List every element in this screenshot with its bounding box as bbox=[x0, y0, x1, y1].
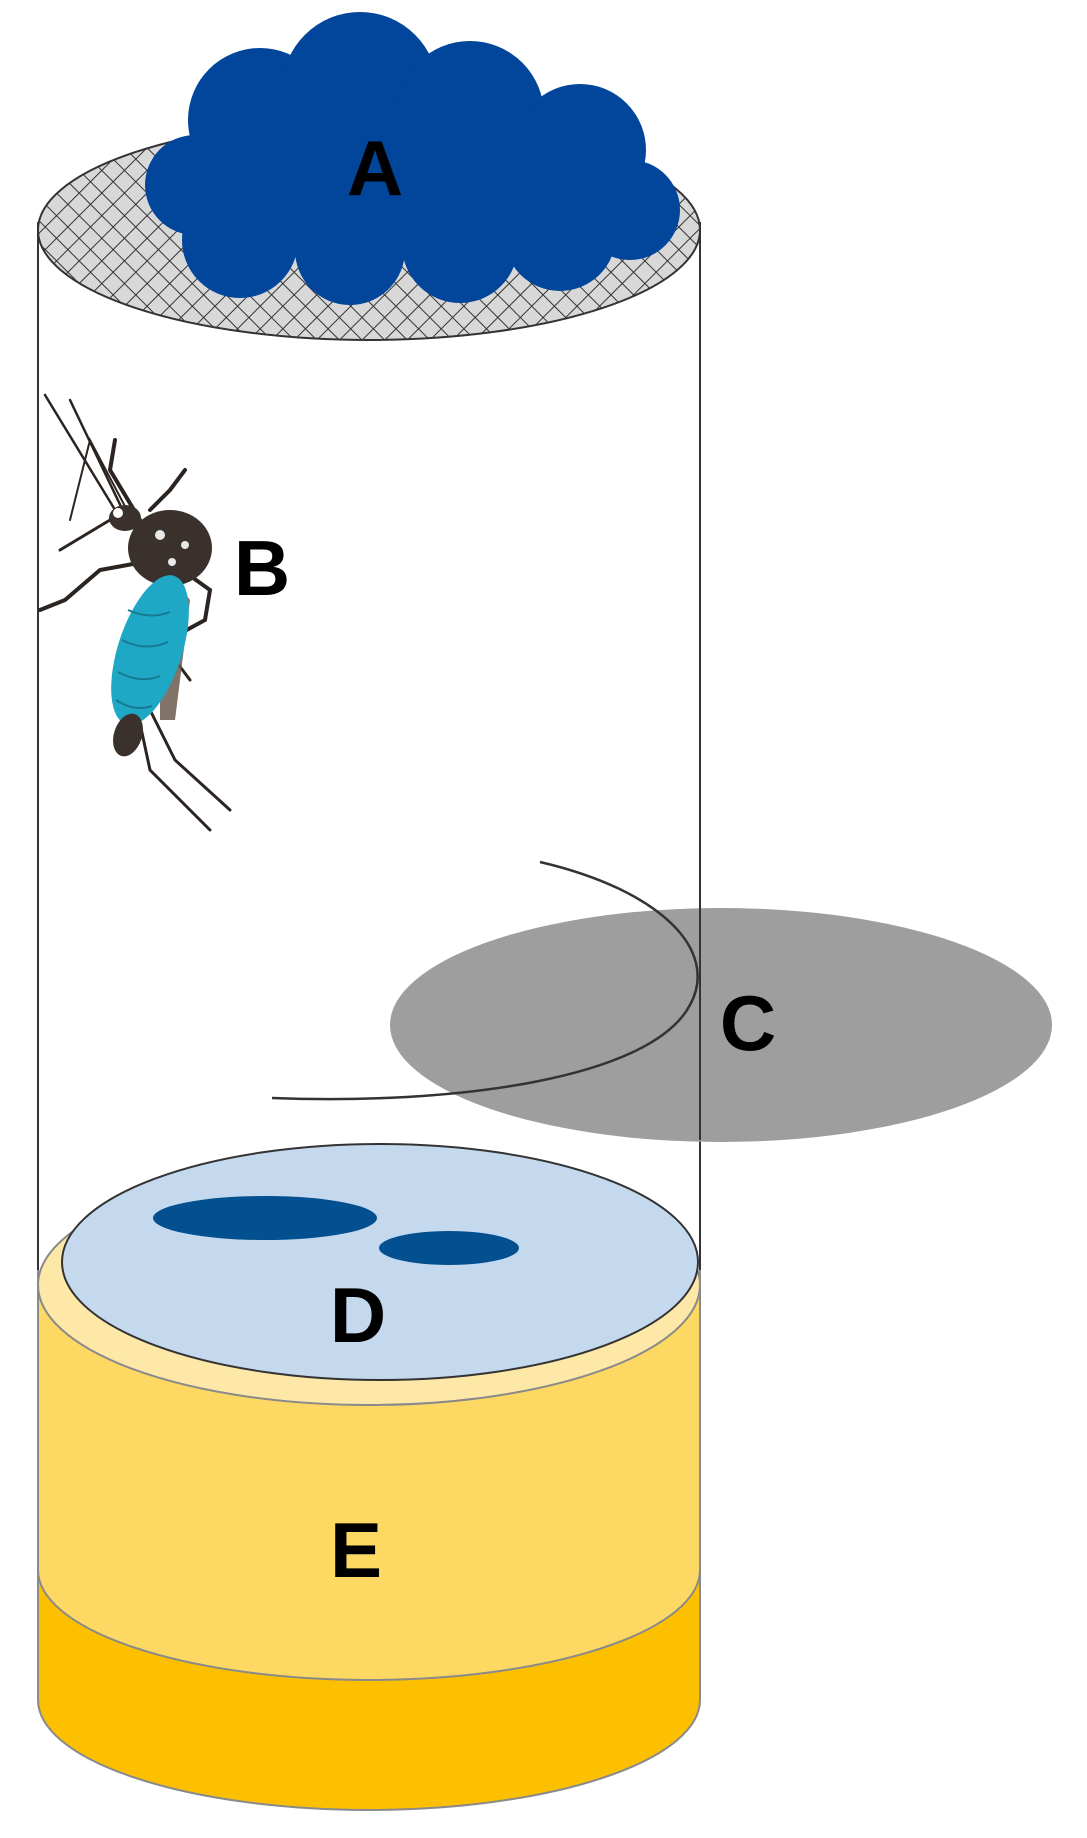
water-d bbox=[61, 1143, 699, 1381]
water-spot-small bbox=[379, 1231, 519, 1265]
label-b: B bbox=[234, 524, 290, 612]
label-a: A bbox=[347, 124, 403, 212]
mosquito-body bbox=[109, 505, 212, 757]
cloud-a bbox=[145, 12, 680, 305]
water-spot-large bbox=[153, 1196, 377, 1240]
label-c: C bbox=[720, 979, 776, 1067]
label-e: E bbox=[330, 1506, 382, 1594]
disc-c-arc bbox=[271, 860, 699, 1101]
label-d: D bbox=[330, 1271, 386, 1359]
disc-c bbox=[390, 908, 1052, 1142]
